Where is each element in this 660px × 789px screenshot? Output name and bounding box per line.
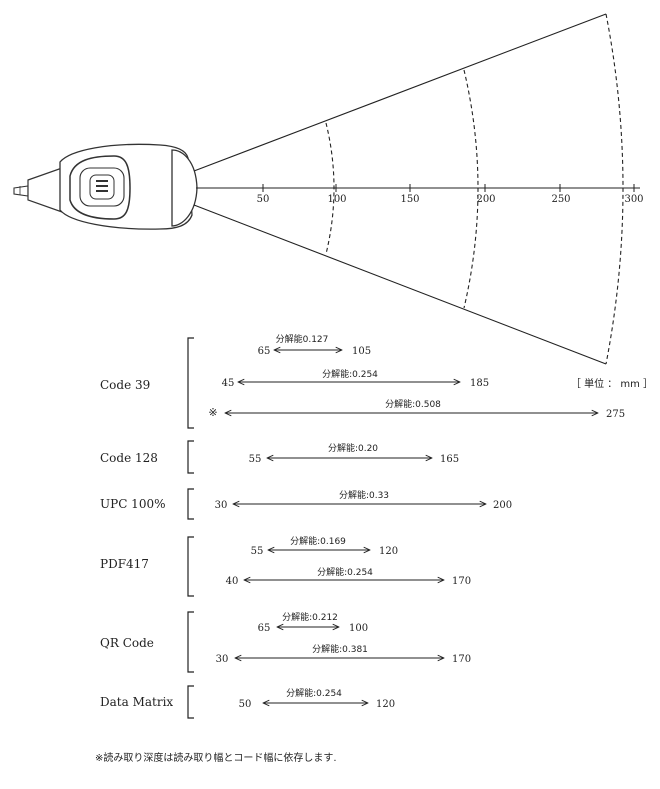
resolution-label: 分解能:0.381 [312,643,368,655]
resolution-label: 分解能:0.254 [286,687,342,699]
symbology-name: Code 128 [100,451,158,465]
resolution-label: 分解能:0.169 [290,535,346,547]
resolution-label: 分解能:0.254 [322,368,378,380]
range-min: 65 [258,346,271,357]
range-max: 100 [349,623,368,634]
symbology-name: Data Matrix [100,695,173,709]
group-bracket [187,611,194,673]
range-max: 120 [376,699,395,710]
range-min: 30 [215,500,228,511]
symbology-code39: Code 39 分解能0.127 65 105 分解能:0.254 45 185… [100,333,625,429]
scale-tick-label: 300 [624,194,643,205]
resolution-label: 分解能0.127 [276,333,329,345]
range-max: 105 [352,346,371,357]
scale-tick-label: 100 [327,194,346,205]
footnote: ※読み取り深度は読み取り幅とコード幅に依存します. [95,751,337,764]
symbology-qrcode: QR Code 分解能:0.212 65 100 分解能:0.381 30 17… [100,611,471,673]
fan-upper-edge [193,13,607,172]
range-max: 165 [440,454,459,465]
range-max: 120 [379,546,398,557]
scale-tick-label: 150 [400,194,419,205]
reading-field-fan: 50 100 150 200 250 300 [193,13,644,365]
footnote-marker: ※ [208,406,217,419]
resolution-label: 分解能:0.254 [317,566,373,578]
range-min: 30 [216,654,229,665]
group-bracket [187,488,194,520]
range-arc-200 [463,69,479,309]
unit-label: ［ 単位 ： mm ］ [571,377,653,390]
symbology-name: PDF417 [100,557,149,571]
group-bracket [187,536,194,597]
symbology-code128: Code 128 分解能:0.20 55 165 [100,440,459,474]
range-max: 170 [452,654,471,665]
range-max: 200 [493,500,512,511]
scale-tick-label: 250 [551,194,570,205]
symbology-name: QR Code [100,636,154,650]
scale-tick-label: 200 [476,194,495,205]
range-min: 50 [239,699,252,710]
range-max: 275 [606,409,625,420]
resolution-label: 分解能:0.33 [339,489,389,501]
symbology-name: Code 39 [100,378,150,392]
range-min: 65 [258,623,271,634]
symbology-datamatrix: Data Matrix 分解能:0.254 50 120 [100,685,395,719]
resolution-label: 分解能:0.20 [328,442,378,454]
range-min: 45 [222,378,235,389]
symbology-pdf417: PDF417 分解能:0.169 55 120 分解能:0.254 40 170 [100,535,471,597]
group-bracket [187,337,194,429]
range-arc-300 [605,13,624,365]
range-max: 185 [470,378,489,389]
group-bracket [187,440,194,474]
scale-tick-label: 50 [257,194,270,205]
range-min: 55 [251,546,264,557]
symbology-name: UPC 100% [100,497,166,511]
range-min: 55 [249,454,262,465]
resolution-label: 分解能:0.212 [282,611,338,623]
fan-lower-edge [193,204,607,365]
range-max: 170 [452,576,471,587]
range-arc-100 [325,122,335,255]
symbology-upc: UPC 100% 分解能:0.33 30 200 [100,488,512,520]
group-bracket [187,685,194,719]
resolution-label: 分解能:0.508 [385,398,441,410]
range-min: 40 [226,576,239,587]
scanner-illustration [13,143,198,230]
